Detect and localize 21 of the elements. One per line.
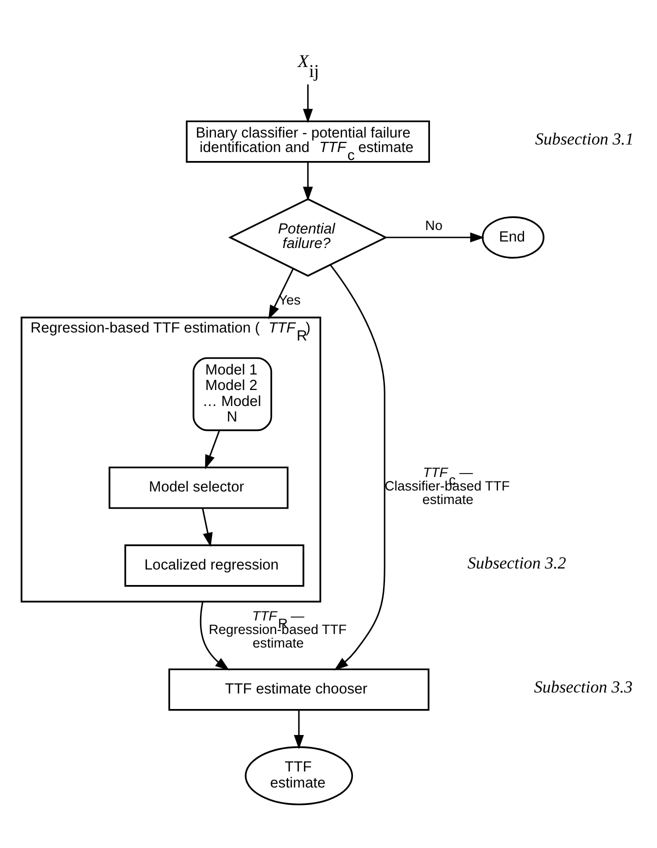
node-box: Model 1 Model 2 … Model N: [192, 357, 272, 432]
arrow: [205, 430, 220, 470]
arrow: [268, 268, 294, 320]
arrow: [294, 710, 304, 750]
node-box: TTF estimate chooser: [168, 668, 430, 711]
node-box: Localized regression: [124, 544, 304, 587]
label: Subsection 3.2: [467, 553, 566, 572]
label: Subsection 3.1: [535, 129, 634, 148]
label: Subsection 3.3: [534, 677, 633, 696]
edge-label: No: [425, 218, 442, 234]
node-box: Model selector: [108, 466, 288, 509]
edge-label: Yes: [278, 292, 301, 308]
node-diamond: Potential failure?: [228, 198, 388, 277]
arrow: [202, 508, 213, 547]
node-ellipse: TTF estimate: [244, 746, 354, 806]
arrow: [302, 162, 313, 202]
arrow: [330, 264, 386, 671]
arrow: [200, 602, 230, 670]
arrow: [302, 84, 313, 124]
node-ellipse: End: [482, 216, 544, 259]
arrow: [386, 232, 484, 242]
